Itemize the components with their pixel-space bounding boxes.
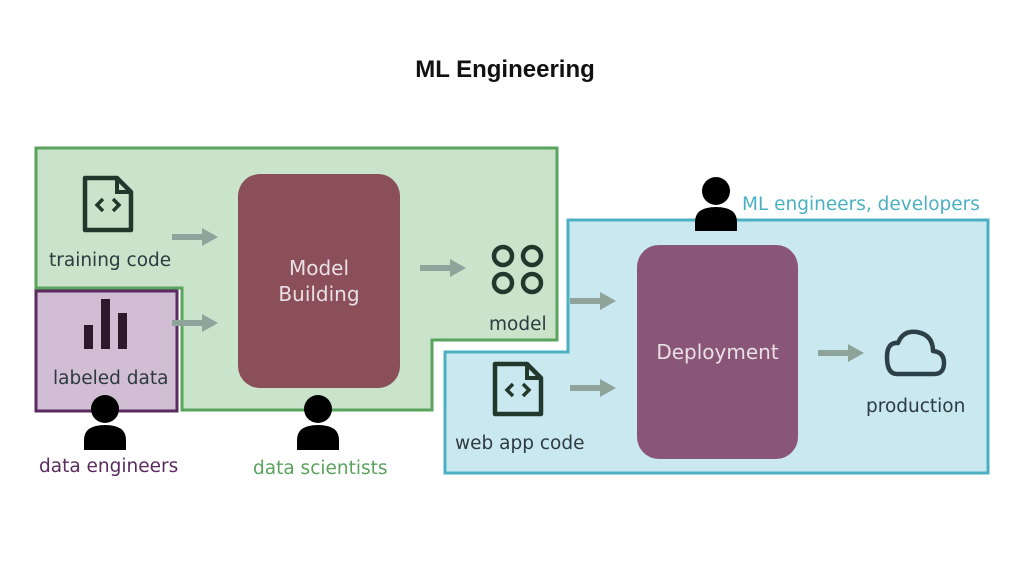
web-app-code-label: web app code xyxy=(455,433,585,454)
code-file-icon xyxy=(492,361,544,417)
deployment-block: Deployment xyxy=(637,245,798,459)
production-label: production xyxy=(866,396,966,417)
model-building-block: Model Building xyxy=(238,174,400,388)
arrow-labeled-to-model-building xyxy=(172,314,218,332)
training-code-label: training code xyxy=(49,250,172,271)
arrow-model-to-deployment xyxy=(570,292,616,310)
arrow-training-to-model-building xyxy=(172,228,218,246)
arrow-model-building-to-model xyxy=(420,259,466,277)
diagram-title: ML Engineering xyxy=(415,56,595,83)
cloud-icon xyxy=(884,329,947,377)
ml-engineers-label: ML engineers, developers xyxy=(742,194,980,215)
person-icon xyxy=(84,395,126,450)
labeled-data-label: labeled data xyxy=(53,368,169,389)
arrows xyxy=(172,228,864,397)
four-circles-icon xyxy=(491,244,544,295)
bar-chart-icon xyxy=(84,299,127,349)
data-scientists-label: data scientists xyxy=(253,458,388,479)
arrow-deployment-to-production xyxy=(818,344,864,362)
code-file-icon xyxy=(82,175,134,233)
arrow-webapp-to-deployment xyxy=(570,379,616,397)
model-label: model xyxy=(489,314,547,335)
person-icon xyxy=(695,177,737,231)
person-icon xyxy=(297,395,339,450)
data-engineers-label: data engineers xyxy=(39,456,179,477)
